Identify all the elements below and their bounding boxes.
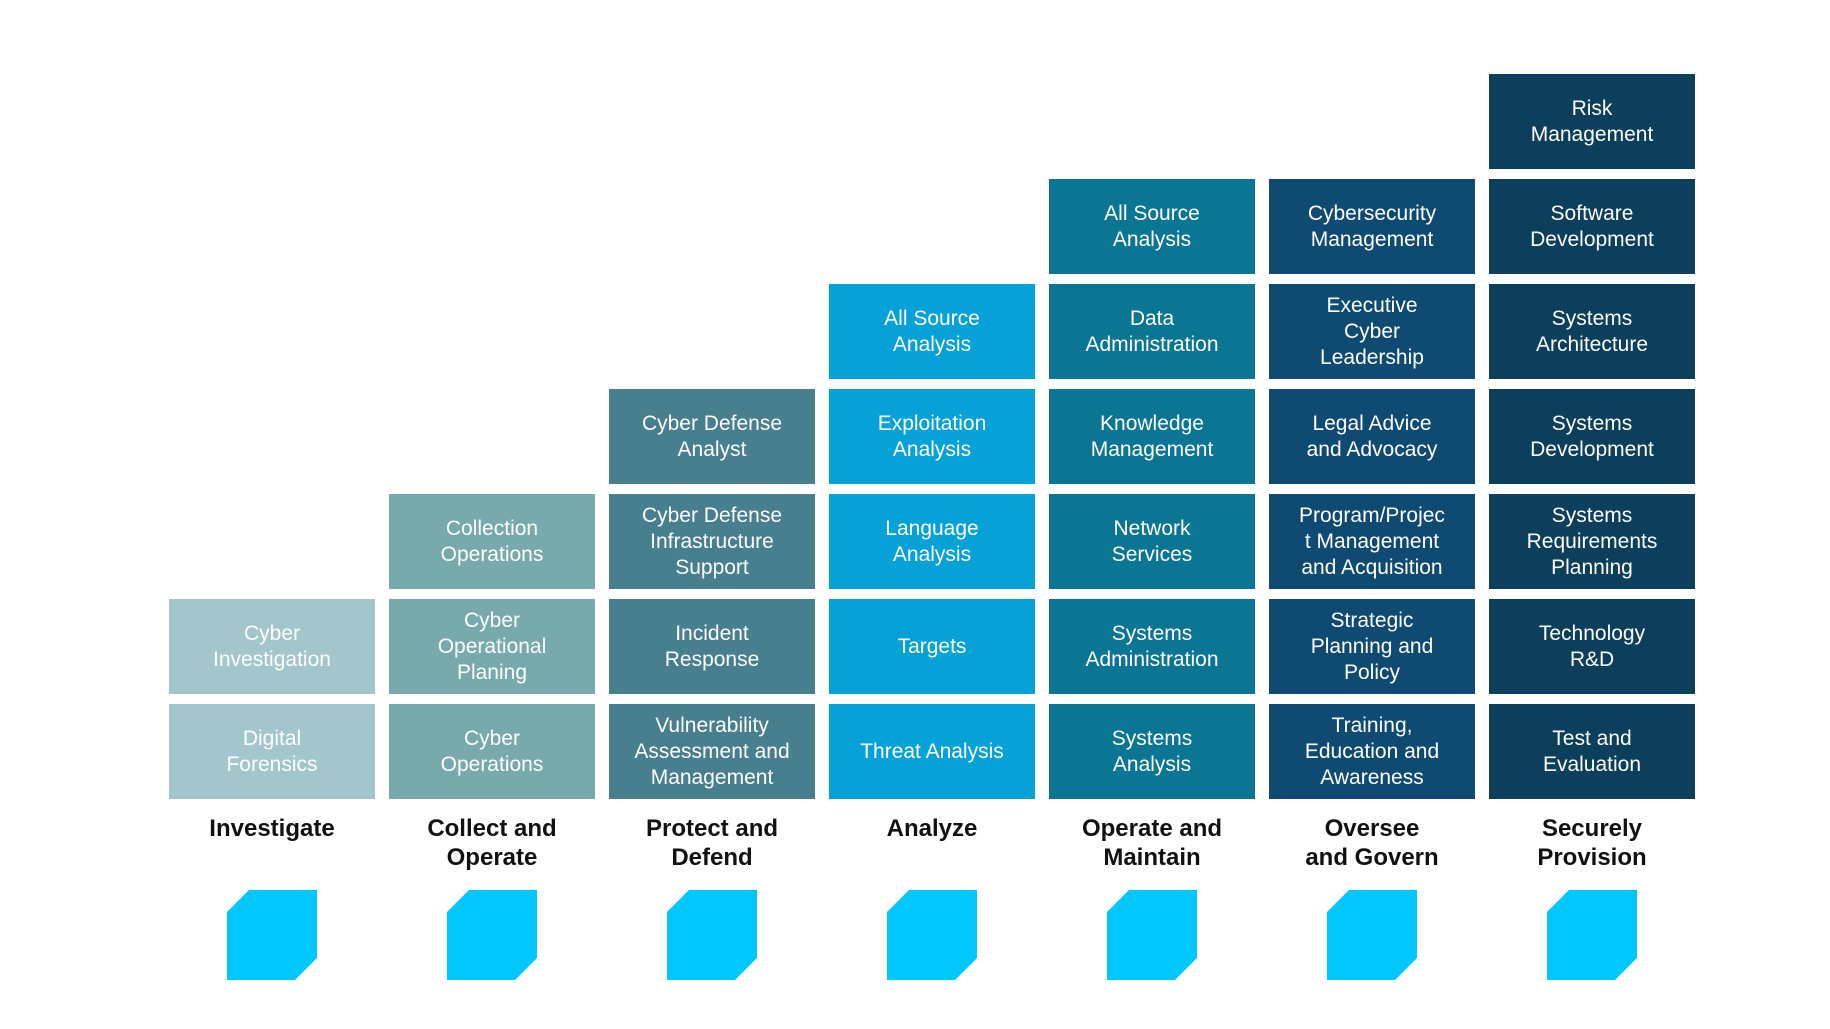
cube-icon — [667, 890, 757, 980]
tile-network-services: Network Services — [1049, 494, 1255, 589]
tile-cyber-operational-planing: Cyber Operational Planing — [389, 599, 595, 694]
tile-systems-administration: Systems Administration — [1049, 599, 1255, 694]
tile-data-administration: Data Administration — [1049, 284, 1255, 379]
cube-icon-fill — [227, 890, 317, 980]
column-collect-and-operate: Collection Operations Cyber Operational … — [389, 0, 595, 1029]
cube-icon — [447, 890, 537, 980]
column-label-operate-and-maintain: Operate and Maintain — [1081, 815, 1223, 871]
tile-systems-requirements-planning: Systems Requirements Planning — [1489, 494, 1695, 589]
tile-targets: Targets — [829, 599, 1035, 694]
column-label-investigate: Investigate — [209, 815, 335, 842]
tile-strategic-planning-and-policy: Strategic Planning and Policy — [1269, 599, 1475, 694]
tile-legal-advice-and-advocacy: Legal Advice and Advocacy — [1269, 389, 1475, 484]
tile-knowledge-management: Knowledge Management — [1049, 389, 1255, 484]
column-securely-provision: Risk Management Software Development Sys… — [1489, 0, 1695, 1029]
column-oversee-and-govern: Cybersecurity Management Executive Cyber… — [1269, 0, 1475, 1029]
cube-icon-fill — [667, 890, 757, 980]
column-analyze: All Source Analysis Exploitation Analysi… — [829, 0, 1035, 1029]
tile-all-source-analysis: All Source Analysis — [829, 284, 1035, 379]
column-label-oversee-and-govern: Oversee and Govern — [1305, 815, 1439, 871]
tile-all-source-analysis: All Source Analysis — [1049, 179, 1255, 274]
tile-systems-development: Systems Development — [1489, 389, 1695, 484]
cube-icon-shape — [1107, 890, 1197, 980]
column-operate-and-maintain: All Source Analysis Data Administration … — [1049, 0, 1255, 1029]
tile-incident-response: Incident Response — [609, 599, 815, 694]
tile-cyber-defense-analyst: Cyber Defense Analyst — [609, 389, 815, 484]
cube-icon-fill — [1327, 890, 1417, 980]
tile-collection-operations: Collection Operations — [389, 494, 595, 589]
tile-threat-analysis: Threat Analysis — [829, 704, 1035, 799]
tile-training-education-and-awareness: Training, Education and Awareness — [1269, 704, 1475, 799]
column-protect-and-defend: Cyber Defense Analyst Cyber Defense Infr… — [609, 0, 815, 1029]
column-label-protect-and-defend: Protect and Defend — [645, 815, 779, 871]
cube-icon — [1327, 890, 1417, 980]
tile-vulnerability-assessment-and-management: Vulnerability Assessment and Management — [609, 704, 815, 799]
cube-icon — [887, 890, 977, 980]
tile-executive-cyber-leadership: Executive Cyber Leadership — [1269, 284, 1475, 379]
cube-icon-shape — [447, 890, 537, 980]
tile-software-development: Software Development — [1489, 179, 1695, 274]
cube-icon-fill — [1107, 890, 1197, 980]
column-label-securely-provision: Securely Provision — [1537, 815, 1647, 871]
tile-language-analysis: Language Analysis — [829, 494, 1035, 589]
cube-icon-fill — [887, 890, 977, 980]
tile-technology-r-and-d: Technology R&D — [1489, 599, 1695, 694]
cube-icon-shape — [227, 890, 317, 980]
column-investigate: Cyber Investigation Digital Forensics In… — [169, 0, 375, 1029]
tile-cyber-defense-infrastructure-support: Cyber Defense Infrastructure Support — [609, 494, 815, 589]
tile-risk-management: Risk Management — [1489, 74, 1695, 169]
column-label-collect-and-operate: Collect and Operate — [427, 815, 557, 871]
cube-icon — [1547, 890, 1637, 980]
tile-systems-architecture: Systems Architecture — [1489, 284, 1695, 379]
tile-cyber-operations: Cyber Operations — [389, 704, 595, 799]
tile-program-project-management-and-acquisition: Program/Projec t Management and Acquisit… — [1269, 494, 1475, 589]
cube-icon-fill — [1547, 890, 1637, 980]
tile-systems-analysis: Systems Analysis — [1049, 704, 1255, 799]
column-label-analyze: Analyze — [886, 815, 978, 842]
cube-icon-shape — [667, 890, 757, 980]
tile-test-and-evaluation: Test and Evaluation — [1489, 704, 1695, 799]
tile-digital-forensics: Digital Forensics — [169, 704, 375, 799]
cube-icon-fill — [447, 890, 537, 980]
cube-icon-shape — [1327, 890, 1417, 980]
tile-exploitation-analysis: Exploitation Analysis — [829, 389, 1035, 484]
cube-icon-shape — [1547, 890, 1637, 980]
cube-icon — [1107, 890, 1197, 980]
cube-icon — [227, 890, 317, 980]
tile-cybersecurity-management: Cybersecurity Management — [1269, 179, 1475, 274]
cube-icon-shape — [887, 890, 977, 980]
tile-cyber-investigation: Cyber Investigation — [169, 599, 375, 694]
